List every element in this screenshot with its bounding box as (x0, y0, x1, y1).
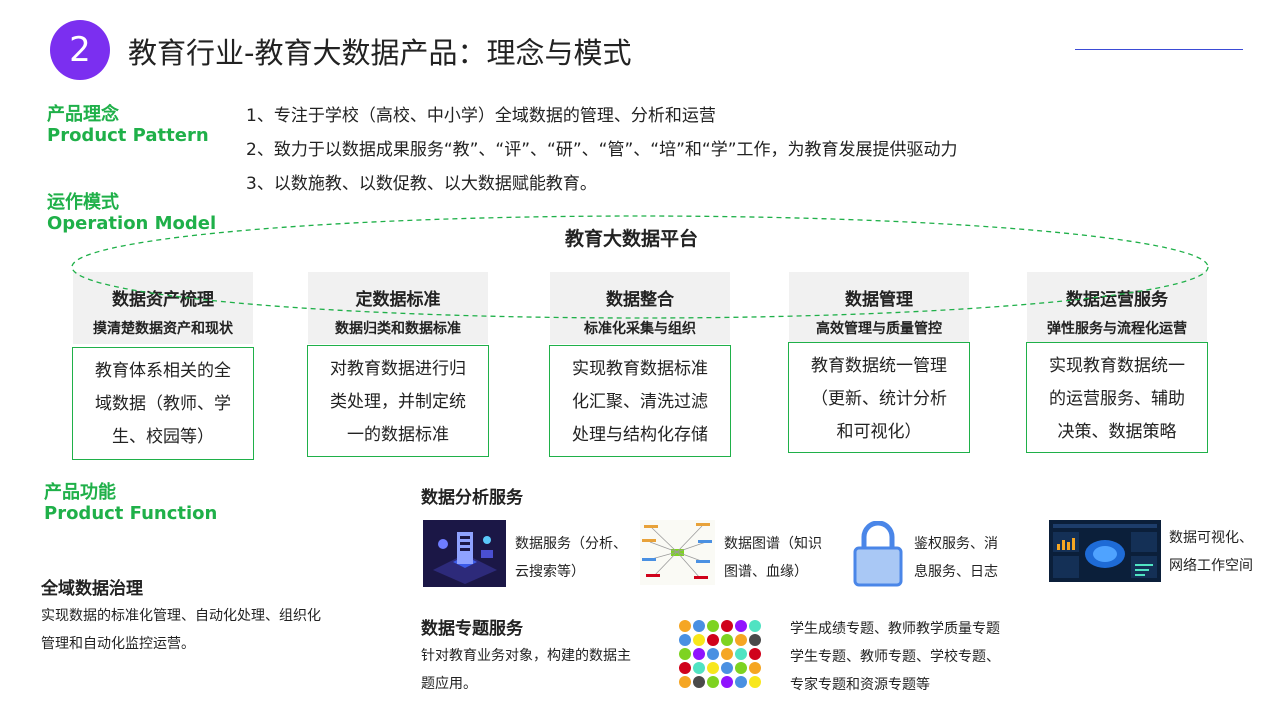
platform-ellipse (71, 215, 1209, 319)
desc-line: 的运营服务、辅助 (1049, 389, 1185, 409)
desc-line: 管理和自动化监控运营。 (41, 636, 195, 652)
principle-item-2: 2、致力于以数据成果服务“教”、“评”、“研”、“管”、“培”和“学”工作，为教… (246, 140, 958, 160)
column-subtitle: 标准化采集与组织 (584, 321, 696, 337)
server-isometric-icon (423, 520, 506, 587)
product-pattern-heading-en: Product Pattern (47, 125, 209, 146)
product-function-heading-cn: 产品功能 (44, 482, 116, 503)
column-desc-standard: 对教育数据进行归 类处理，并制定统 一的数据标准 (307, 345, 489, 457)
analysis-item-2: 数据图谱（知识 图谱、血缘） (724, 530, 822, 586)
analysis-item-4: 数据可视化、 网络工作空间 (1169, 524, 1253, 580)
analysis-item-3: 鉴权服务、消 息服务、日志 (914, 530, 998, 586)
topic-list-line: 专家专题和资源专题等 (790, 677, 930, 693)
column-title: 定数据标准 (355, 290, 441, 310)
desc-line: 生、校园等） (112, 427, 214, 447)
desc-line: 教育数据统一管理 (811, 356, 947, 376)
dashboard-screen-icon (1049, 520, 1161, 582)
section-number-badge: 2 (50, 20, 110, 80)
desc-line: 题应用。 (421, 676, 477, 692)
page-title: 教育行业-教育大数据产品：理念与模式 (128, 36, 632, 70)
principle-item-3: 3、以数施教、以数促教、以大数据赋能教育。 (246, 174, 597, 194)
topic-list-line: 学生专题、教师专题、学校专题、 (790, 649, 1000, 665)
operation-model-heading-cn: 运作模式 (47, 192, 119, 213)
governance-title: 全域数据治理 (41, 579, 143, 599)
desc-line: 息服务、日志 (914, 564, 998, 580)
topic-service-desc: 针对教育业务对象，构建的数据主 题应用。 (421, 642, 631, 698)
column-subtitle: 数据归类和数据标准 (335, 321, 461, 337)
desc-line: 实现教育数据标准 (572, 359, 708, 379)
platform-title: 教育大数据平台 (565, 228, 699, 250)
desc-line: 云搜索等） (515, 564, 585, 580)
column-title: 数据整合 (606, 290, 674, 310)
header-rule (1075, 49, 1243, 50)
desc-line: 类处理，并制定统 (330, 392, 466, 412)
principle-item-1: 1、专注于学校（高校、中小学）全域数据的管理、分析和运营 (246, 106, 716, 126)
operation-model-heading-en: Operation Model (47, 213, 217, 234)
column-header-asset: 数据资产梳理 摸清楚数据资产和现状 (73, 272, 253, 344)
governance-desc: 实现数据的标准化管理、自动化处理、组织化 管理和自动化监控运营。 (41, 602, 321, 658)
topic-list-line: 学生成绩专题、教师教学质量专题 (790, 621, 1000, 637)
column-desc-integration: 实现教育数据标准 化汇聚、清洗过滤 处理与结构化存储 (549, 345, 731, 457)
mind-map-icon (640, 520, 715, 585)
product-function-heading: 产品功能 Product Function (44, 482, 217, 525)
desc-line: 决策、数据策略 (1057, 422, 1177, 442)
column-desc-asset: 教育体系相关的全 域数据（教师、学 生、校园等） (72, 347, 254, 460)
desc-line: 一的数据标准 (347, 425, 449, 445)
analysis-item-1: 数据服务（分析、 云搜索等） (515, 530, 627, 586)
desc-line: 图谱、血缘） (724, 564, 808, 580)
column-title: 数据资产梳理 (112, 290, 214, 310)
column-header-integration: 数据整合 标准化采集与组织 (550, 272, 730, 344)
desc-line: 和可视化） (836, 422, 922, 442)
column-desc-management: 教育数据统一管理 （更新、统计分析 和可视化） (788, 342, 970, 453)
analysis-service-title: 数据分析服务 (421, 488, 523, 508)
topic-service-title: 数据专题服务 (421, 619, 523, 639)
desc-line: 数据服务（分析、 (515, 536, 627, 552)
desc-line: 鉴权服务、消 (914, 536, 998, 552)
desc-line: 化汇聚、清洗过滤 (572, 392, 708, 412)
desc-line: 实现数据的标准化管理、自动化处理、组织化 (41, 608, 321, 624)
desc-line: 针对教育业务对象，构建的数据主 (421, 648, 631, 664)
padlock-icon (853, 521, 903, 587)
desc-line: 教育体系相关的全 (95, 361, 231, 381)
desc-line: 网络工作空间 (1169, 558, 1253, 574)
product-pattern-heading: 产品理念 Product Pattern (47, 104, 209, 147)
desc-line: 域数据（教师、学 (95, 394, 231, 414)
desc-line: 对教育数据进行归 (330, 359, 466, 379)
column-subtitle: 弹性服务与流程化运营 (1047, 321, 1187, 337)
column-header-management: 数据管理 高效管理与质量管控 (789, 272, 969, 342)
column-header-standard: 定数据标准 数据归类和数据标准 (308, 272, 488, 344)
desc-line: 数据图谱（知识 (724, 536, 822, 552)
column-subtitle: 摸清楚数据资产和现状 (93, 321, 233, 337)
column-title: 数据运营服务 (1066, 290, 1168, 310)
column-title: 数据管理 (845, 290, 913, 310)
desc-line: （更新、统计分析 (811, 389, 947, 409)
product-pattern-heading-cn: 产品理念 (47, 104, 119, 125)
topic-icon-grid (679, 620, 761, 688)
desc-line: 数据可视化、 (1169, 530, 1253, 546)
topic-list: 学生成绩专题、教师教学质量专题 学生专题、教师专题、学校专题、 专家专题和资源专… (790, 615, 1000, 699)
operation-model-heading: 运作模式 Operation Model (47, 192, 216, 235)
desc-line: 实现教育数据统一 (1049, 356, 1185, 376)
column-subtitle: 高效管理与质量管控 (816, 321, 942, 337)
product-function-heading-en: Product Function (44, 503, 218, 524)
desc-line: 处理与结构化存储 (572, 425, 708, 445)
column-desc-operation: 实现教育数据统一 的运营服务、辅助 决策、数据策略 (1026, 342, 1208, 453)
